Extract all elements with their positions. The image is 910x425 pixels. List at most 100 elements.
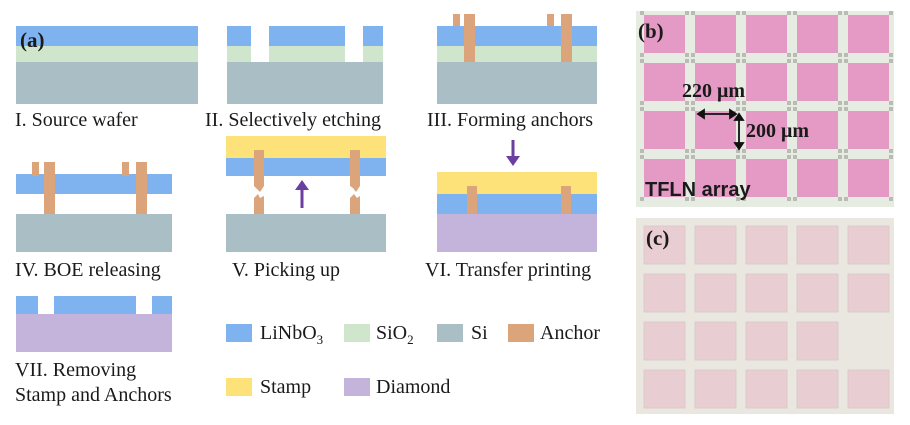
legend-label-linbo3: LiNbO3: [260, 322, 324, 347]
anchor-mark: [736, 101, 740, 105]
anchor-mark: [889, 149, 893, 153]
anchor-mark: [889, 53, 893, 57]
anchor-mark: [736, 149, 740, 153]
tfln-pad: [796, 321, 839, 361]
anchor-post: [561, 14, 572, 62]
step-5-diagram: [226, 136, 386, 252]
anchor-mark: [787, 107, 791, 111]
step-7-caption-line1: VII. Removing: [15, 359, 137, 381]
step-7-diagram: [16, 296, 172, 352]
anchor-mark: [736, 107, 740, 111]
anchor-mark: [736, 53, 740, 57]
panel-c-label: (c): [646, 226, 670, 250]
step-3-caption: III. Forming anchors: [427, 109, 594, 131]
tfln-pad: [847, 369, 890, 409]
anchor-mark: [742, 155, 746, 159]
tfln-pad: [848, 15, 889, 53]
anchor-mark: [838, 101, 842, 105]
tfln-pad: [643, 273, 686, 313]
tfln-pad: [695, 63, 736, 101]
tfln-pad: [848, 63, 889, 101]
anchor-mark: [640, 59, 644, 63]
tfln-pad: [797, 15, 838, 53]
anchor-mark: [685, 101, 689, 105]
anchor-mark: [742, 53, 746, 57]
anchor-mark: [838, 155, 842, 159]
arrow-up-icon: [295, 180, 309, 208]
anchor-mark: [838, 107, 842, 111]
anchor-mark: [685, 53, 689, 57]
tfln-pad: [643, 321, 686, 361]
anchor-mark: [838, 59, 842, 63]
height-dimension-arrow: [733, 112, 745, 151]
step-1-diagram: [16, 26, 198, 104]
anchor-mark: [844, 197, 848, 201]
step-2-caption: II. Selectively etching: [205, 109, 382, 131]
anchor-mark: [889, 155, 893, 159]
anchor-mark: [640, 11, 644, 15]
anchor-mark: [787, 197, 791, 201]
tfln-pad: [796, 225, 839, 265]
anchor-mark: [691, 59, 695, 63]
anchor-post: [453, 14, 460, 26]
step-6-diagram: [437, 140, 597, 252]
tfln-pad: [746, 15, 787, 53]
step-3-diagram: [437, 14, 597, 104]
anchor-mark: [889, 11, 893, 15]
anchor-mark: [640, 107, 644, 111]
legend-label-anchor: Anchor: [540, 322, 600, 344]
legend-swatch-anchor: [508, 324, 534, 342]
panel-b: (b) 220 μm 200 μm TFLN array: [636, 11, 894, 207]
tfln-pad: [694, 273, 737, 313]
tfln-pad: [847, 225, 890, 265]
step-2-diagram: [227, 26, 383, 104]
anchor-mark: [736, 155, 740, 159]
anchor-mark: [685, 107, 689, 111]
legend-swatch-diamond: [344, 378, 370, 396]
step-6-caption: VI. Transfer printing: [425, 259, 592, 281]
array-label: TFLN array: [645, 179, 751, 201]
tfln-pad: [745, 225, 788, 265]
step-7-caption-line2: Stamp and Anchors: [15, 384, 172, 406]
anchor-mark: [844, 155, 848, 159]
anchor-mark: [793, 149, 797, 153]
anchor-mark: [640, 53, 644, 57]
panel-b-label: (b): [638, 19, 664, 43]
anchor-mark: [787, 149, 791, 153]
anchor-mark: [736, 59, 740, 63]
tfln-pad: [797, 63, 838, 101]
dimension-annotations: [696, 108, 745, 151]
legend-swatch-si: [437, 324, 463, 342]
anchor-mark: [640, 101, 644, 105]
tfln-pad: [695, 15, 736, 53]
anchor-mark: [787, 155, 791, 159]
tfln-pad: [797, 159, 838, 197]
anchor-mark: [691, 53, 695, 57]
anchor-mark: [793, 53, 797, 57]
anchor-mark: [742, 101, 746, 105]
anchor-mark: [793, 197, 797, 201]
tfln-pad: [644, 111, 685, 149]
width-label: 220 μm: [682, 80, 745, 102]
tfln-pad: [644, 159, 685, 197]
anchor-mark: [742, 107, 746, 111]
si-layer: [16, 62, 198, 104]
anchor-mark: [742, 149, 746, 153]
anchor-mark: [742, 11, 746, 15]
linbo3-layer: [16, 26, 198, 46]
step-4-diagram: [16, 162, 172, 252]
anchor-mark: [793, 11, 797, 15]
anchor-mark: [844, 101, 848, 105]
anchor-mark: [838, 11, 842, 15]
anchor-mark: [736, 11, 740, 15]
anchor-mark: [844, 53, 848, 57]
anchor-mark: [844, 59, 848, 63]
tfln-pad: [847, 273, 890, 313]
anchor-mark: [691, 149, 695, 153]
anchor-mark: [640, 149, 644, 153]
height-label: 200 μm: [746, 120, 809, 142]
anchor-mark: [691, 101, 695, 105]
anchor-mark: [793, 155, 797, 159]
anchor-mark: [685, 155, 689, 159]
legend-label-stamp: Stamp: [260, 376, 312, 398]
